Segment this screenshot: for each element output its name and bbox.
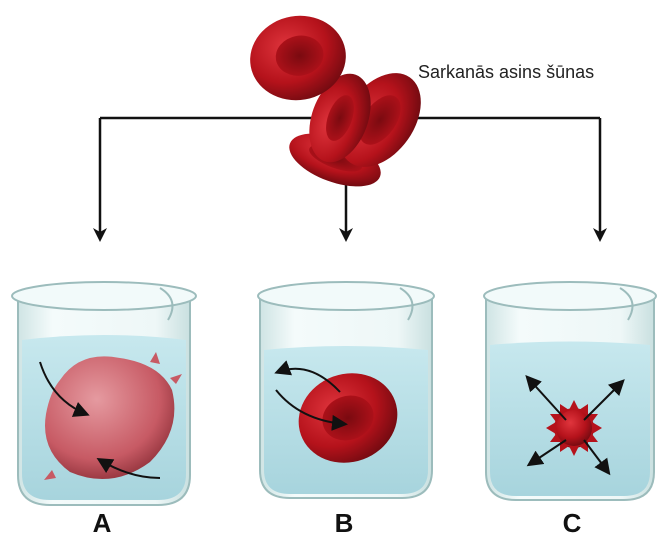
red-blood-cells [243, 8, 437, 197]
beaker-label-a: A [93, 508, 112, 538]
beaker-label-c: C [563, 508, 582, 538]
beaker-b [258, 282, 434, 498]
beaker-a [12, 282, 196, 505]
caption-label: Sarkanās asins šūnas [418, 62, 594, 82]
arrow-down-icon [93, 228, 607, 242]
beaker-label-b: B [335, 508, 354, 538]
beaker-c [484, 282, 656, 500]
